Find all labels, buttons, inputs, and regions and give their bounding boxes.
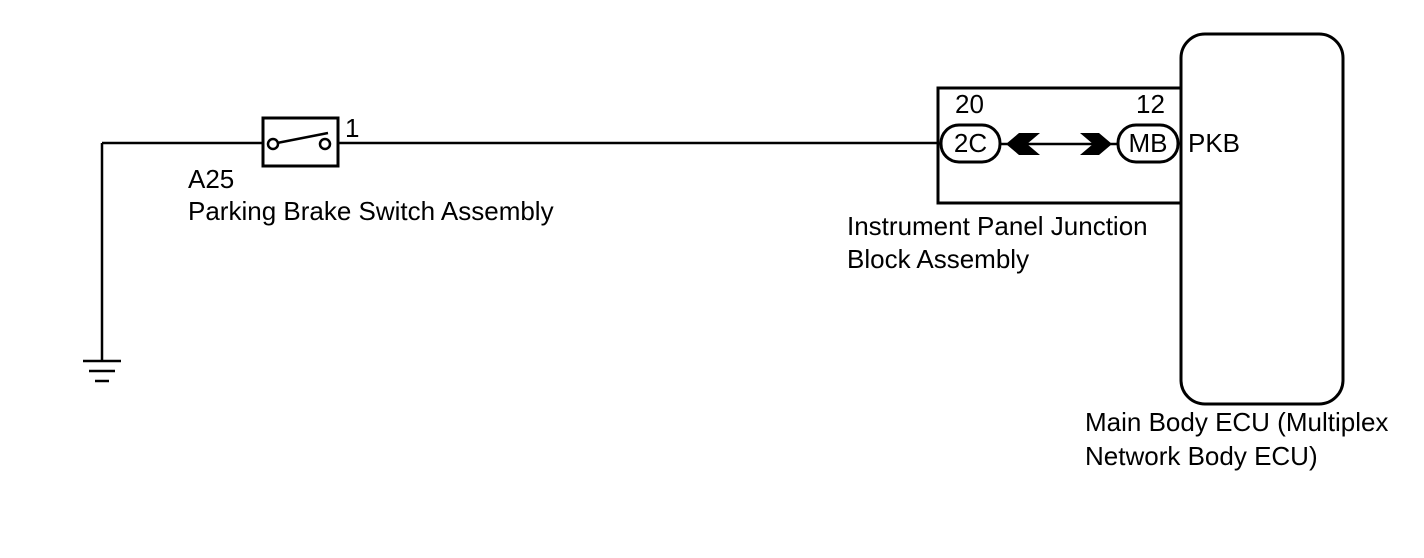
switch-name: Parking Brake Switch Assembly bbox=[188, 196, 554, 226]
switch-pin-number: 1 bbox=[345, 113, 359, 143]
switch-icon bbox=[261, 116, 340, 168]
right-connector-pin: 12 bbox=[1136, 89, 1165, 119]
ecu-terminal: PKB bbox=[1188, 128, 1240, 158]
right-connector-oval bbox=[1116, 123, 1180, 164]
left-connector-pin: 20 bbox=[955, 89, 984, 119]
ecu-name-line1: Main Body ECU (Multiplex bbox=[1085, 407, 1388, 437]
junction-block-name-line1: Instrument Panel Junction bbox=[847, 211, 1148, 241]
connector-arrow-icon bbox=[1000, 133, 1118, 155]
right-connector-id: MB bbox=[1129, 128, 1168, 158]
junction-block-name-line2: Block Assembly bbox=[847, 244, 1029, 274]
ecu-name-line2: Network Body ECU) bbox=[1085, 441, 1318, 471]
left-connector-id: 2C bbox=[954, 128, 987, 158]
ground-icon bbox=[83, 359, 121, 383]
switch-code: A25 bbox=[188, 164, 234, 194]
ground-wire bbox=[100, 141, 263, 360]
ecu-box bbox=[1179, 32, 1345, 406]
